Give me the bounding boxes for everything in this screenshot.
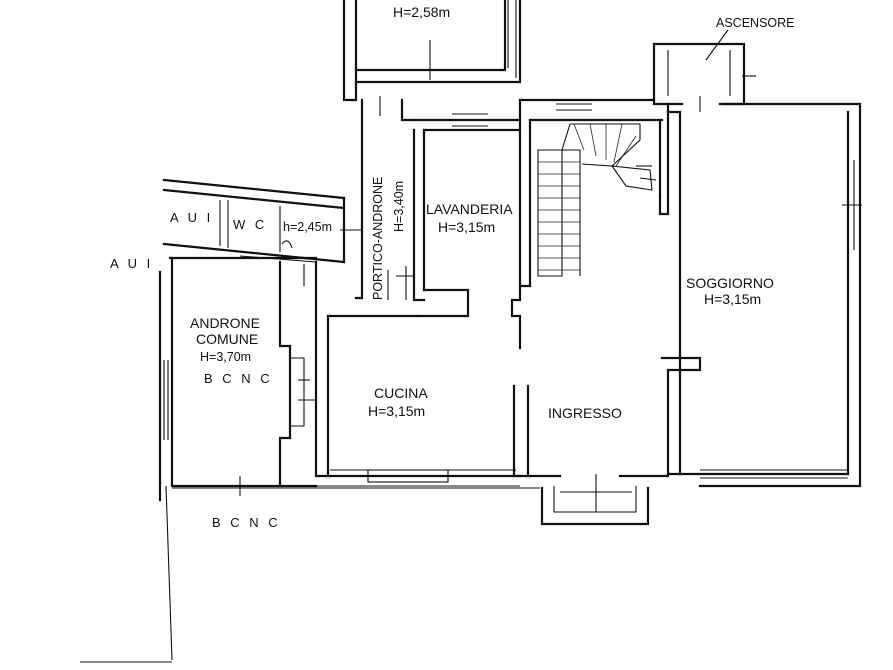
bcnc-outer-label: B C N C <box>212 515 281 530</box>
room-labels: H=2,58m ASCENSORE A U I W C h=2,45m PORT… <box>110 4 795 530</box>
elevator-shaft <box>652 29 756 112</box>
top-room-height-label: H=2,58m <box>393 4 450 20</box>
lavanderia-height-label: H=3,15m <box>438 219 495 235</box>
cucina-height-label: H=3,15m <box>368 403 425 419</box>
portico-androne <box>340 96 416 300</box>
ascensore-label: ASCENSORE <box>716 16 795 30</box>
ingresso-label: INGRESSO <box>548 405 622 421</box>
soggiorno-label: SOGGIORNO <box>686 275 774 291</box>
androne-comune-label-line2: COMUNE <box>196 331 258 347</box>
cucina-label: CUCINA <box>374 385 428 401</box>
aui-label: A U I <box>170 210 213 225</box>
portico-androne-label: PORTICO-ANDRONE <box>371 177 385 300</box>
aui-outside-label: A U I <box>110 256 153 271</box>
staircase <box>537 123 657 277</box>
aui-wc-block <box>162 178 346 264</box>
site-boundary <box>80 476 241 663</box>
bcnc-inner-label: B C N C <box>204 371 273 386</box>
wc-height-label: h=2,45m <box>283 220 332 234</box>
androne-height-label: H=3,70m <box>200 350 251 364</box>
androne-comune <box>158 256 540 502</box>
portico-height-label: H=3,40m <box>392 181 406 232</box>
wc-label: W C <box>233 217 267 232</box>
main-walls <box>510 98 862 488</box>
top-room <box>342 0 522 102</box>
lavanderia-label: LAVANDERIA <box>426 201 513 217</box>
kitchen-entrance <box>314 260 670 526</box>
laundry-room <box>412 113 522 318</box>
soggiorno-height-label: H=3,15m <box>704 291 761 307</box>
androne-comune-label-line1: ANDRONE <box>190 315 260 331</box>
